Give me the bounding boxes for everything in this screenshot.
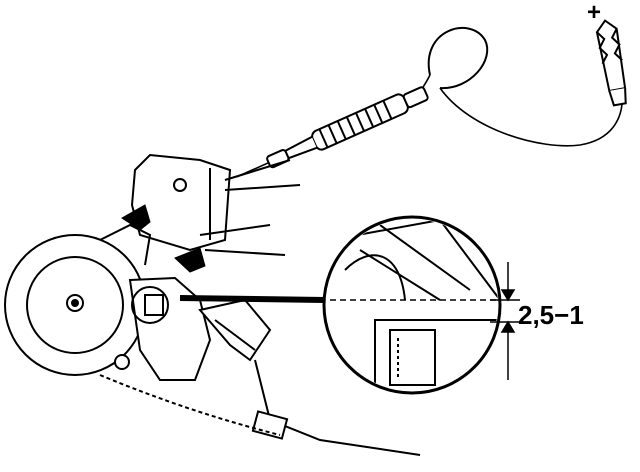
magnifier-leader-line [179, 295, 326, 303]
gap-dimension-label: 2,5−1 [518, 300, 584, 330]
test-lamp-wire-loop [427, 26, 489, 90]
gap-dimension-marker [490, 262, 520, 380]
engine-assembly [4, 153, 421, 456]
positive-polarity-label: + [587, 0, 601, 26]
test-lamp-wire [439, 87, 624, 147]
test-lamp-probe-icon [236, 86, 429, 178]
housing-body [128, 276, 212, 381]
gap-detail-magnifier [322, 215, 502, 395]
distributor-cap-block [130, 153, 232, 252]
left-contact-arrow [121, 204, 151, 231]
right-contact-arrow [174, 247, 206, 273]
alligator-clip-icon [595, 19, 627, 107]
test-lamp-assembly [236, 19, 627, 178]
contact-arrows [121, 204, 206, 273]
